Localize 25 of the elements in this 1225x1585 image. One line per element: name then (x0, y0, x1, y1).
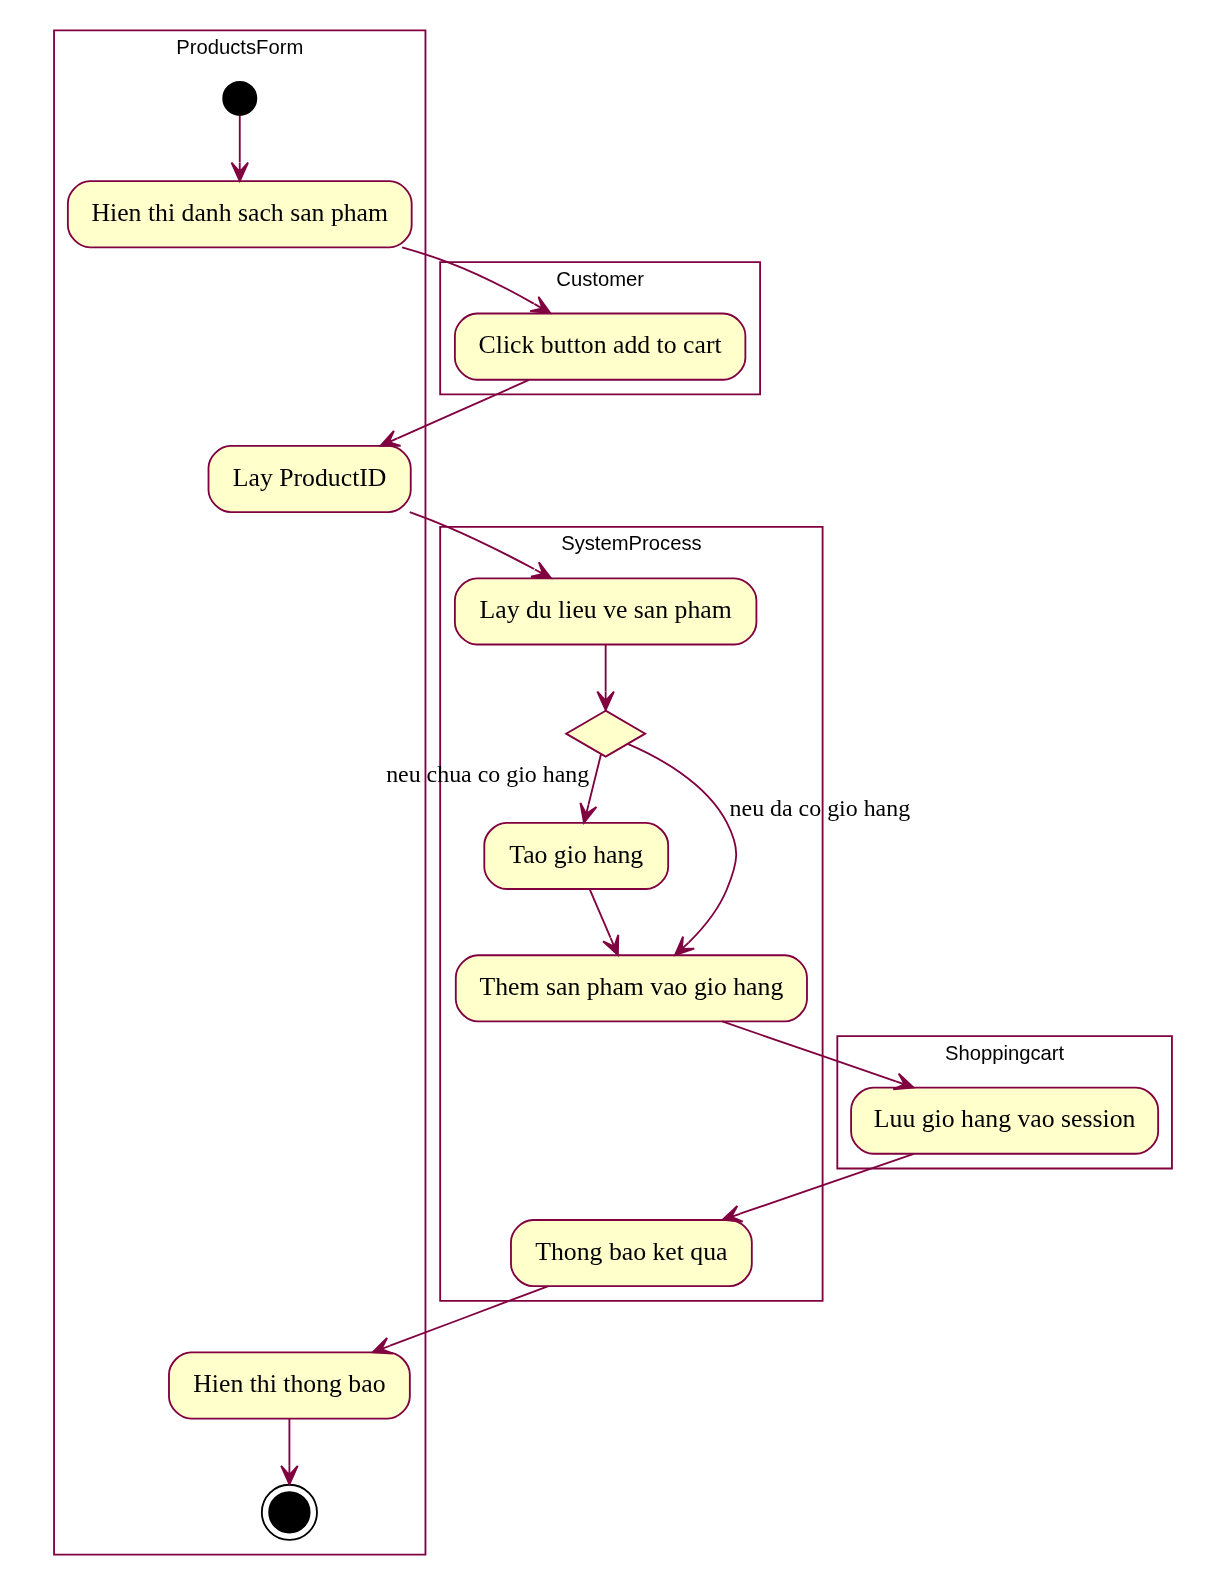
arrow (379, 379, 530, 447)
node-box: Thong bao ket qua (509, 1219, 753, 1288)
node-box: Hien thi thong bao (167, 1351, 411, 1420)
edge-label: neu da co gio hang (729, 795, 910, 822)
arrow (371, 1285, 549, 1355)
node-box: Lay du lieu ve san pham (453, 577, 757, 646)
node-box: Tao gio hang (482, 821, 669, 890)
node-box: Click button add to cart (453, 312, 746, 381)
node-box: Hien thi danh sach san pham (66, 180, 413, 249)
arrow (408, 511, 552, 580)
arrow (279, 1418, 299, 1486)
arrow (626, 742, 737, 956)
arrow (578, 753, 602, 824)
arrow (400, 246, 551, 315)
arrow (588, 888, 619, 956)
node-circle (260, 1483, 318, 1541)
node-box: Them san pham vao gio hang (454, 954, 808, 1023)
arrow (720, 1020, 914, 1091)
node-box: Luu gio hang vao session (849, 1086, 1159, 1155)
arrow (595, 644, 615, 711)
node-box: Lay ProductID (207, 445, 412, 514)
node-diamond (563, 709, 647, 758)
arrow (721, 1152, 915, 1223)
arrow (230, 114, 249, 182)
node-circle (221, 80, 257, 116)
